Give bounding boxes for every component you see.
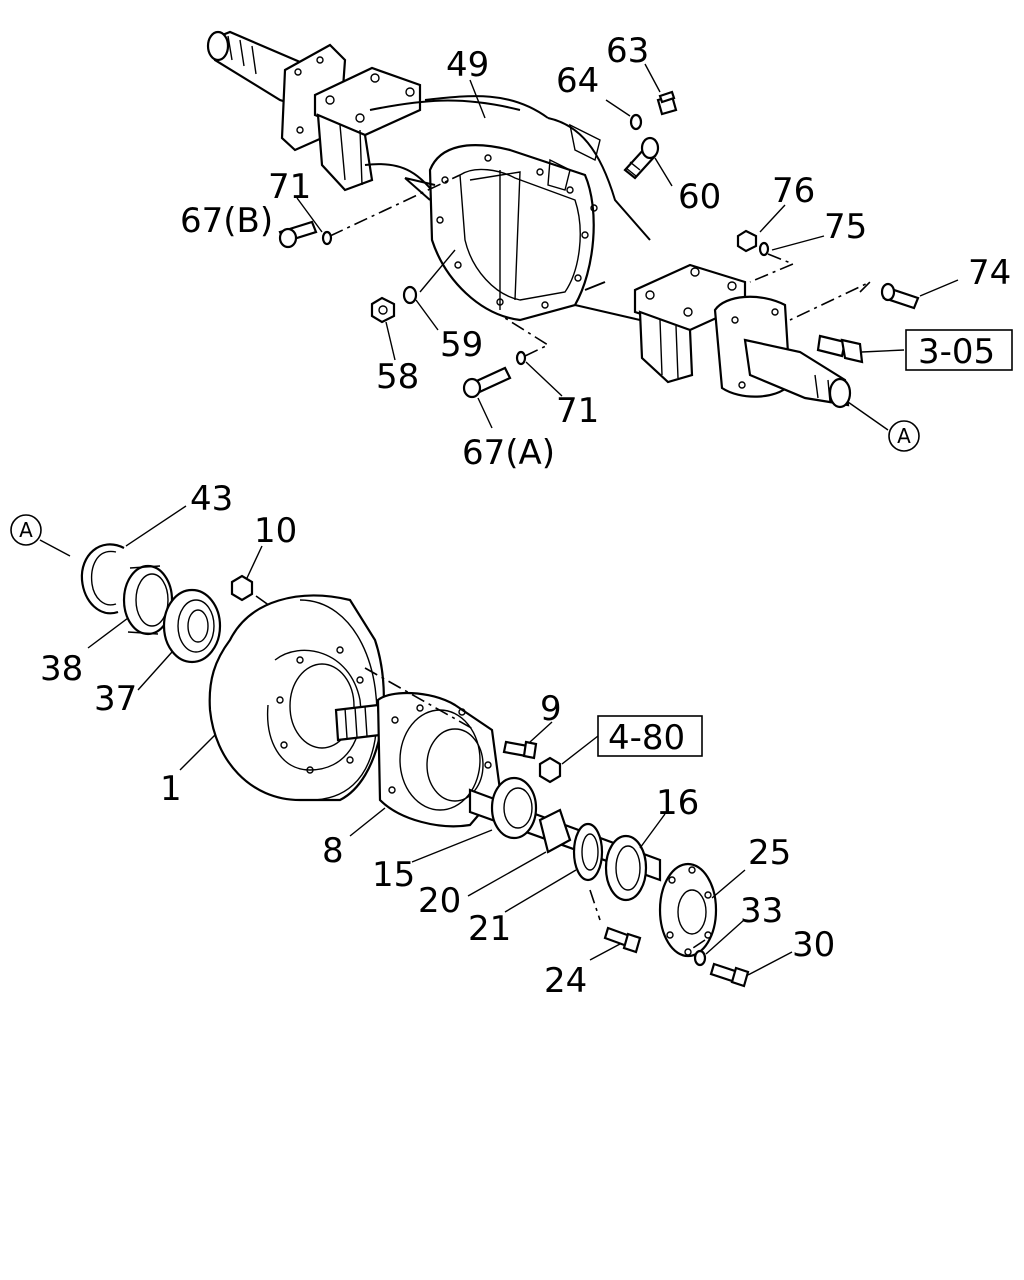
- callout-25: 25: [748, 833, 791, 873]
- callout-38: 38: [40, 649, 83, 689]
- callout-33: 33: [740, 891, 783, 931]
- callout-30: 30: [792, 925, 835, 965]
- lower-leaders: [39, 505, 793, 976]
- callout-75: 75: [824, 207, 867, 247]
- callout-74: 74: [968, 253, 1011, 293]
- callout-59: 59: [440, 325, 483, 365]
- reference-4-80-label: 4-80: [608, 718, 685, 758]
- connector-a-upper: A: [888, 420, 920, 452]
- callout-67a: 67(A): [462, 433, 555, 473]
- callout-60: 60: [678, 177, 721, 217]
- callout-63: 63: [606, 31, 649, 71]
- reference-3-05[interactable]: 3-05: [905, 329, 1013, 372]
- connector-a-upper-label: A: [897, 424, 911, 448]
- axle-housing: [206, 30, 852, 409]
- reference-4-80[interactable]: 4-80: [597, 715, 703, 758]
- upper-guide-lines: [329, 174, 871, 357]
- brake-drum-hub: [80, 543, 385, 802]
- callout-71-lower: 71: [556, 391, 599, 431]
- reference-3-05-label: 3-05: [918, 332, 995, 372]
- callout-21: 21: [468, 909, 511, 949]
- callout-8: 8: [322, 831, 344, 871]
- callout-67b: 67(B): [180, 201, 273, 241]
- callout-71-upper: 71: [268, 167, 311, 207]
- upper-fasteners: [278, 90, 920, 399]
- callout-9: 9: [540, 689, 562, 729]
- callout-37: 37: [94, 679, 137, 719]
- callout-64: 64: [556, 61, 599, 101]
- callout-58: 58: [376, 357, 419, 397]
- hub-shaft-assembly: [376, 692, 750, 988]
- lower-guide-lines: [255, 595, 706, 951]
- callout-15: 15: [372, 855, 415, 895]
- callout-24: 24: [544, 961, 587, 1001]
- callout-16: 16: [656, 783, 699, 823]
- callout-labels: 49 63 64 60 71 67(B) 76 75 74 58 59 71 6…: [40, 31, 1011, 1001]
- connector-a-lower-label: A: [19, 518, 33, 542]
- callout-76: 76: [772, 171, 815, 211]
- connector-a-lower: A: [10, 514, 42, 546]
- callout-43: 43: [190, 479, 233, 519]
- callout-10: 10: [254, 511, 297, 551]
- callout-20: 20: [418, 881, 461, 921]
- callout-1: 1: [160, 769, 182, 809]
- callout-49: 49: [446, 45, 489, 85]
- upper-leaders: [296, 63, 959, 431]
